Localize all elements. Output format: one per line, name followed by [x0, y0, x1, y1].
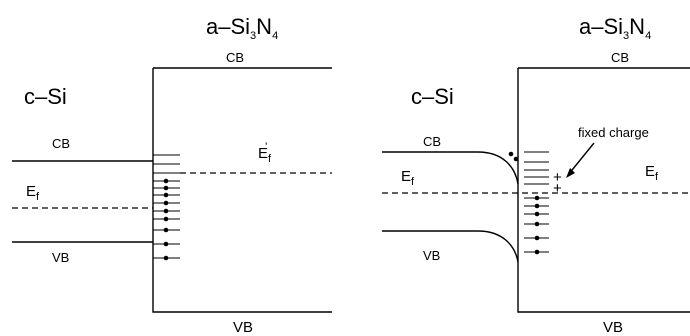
right-cb-left-label: CB	[423, 134, 441, 149]
right-ef-left-label: Ef	[401, 168, 415, 188]
right-nitride-walls	[517, 68, 690, 313]
right-band-electron	[513, 156, 519, 162]
right-material-left: c–Si	[411, 84, 454, 109]
right-material-top: a–Si3N4	[579, 14, 651, 42]
right-si-vb-curve	[382, 230, 519, 263]
right-trapped-electrons	[534, 195, 540, 255]
left-trapped-electrons	[163, 178, 169, 261]
left-ef-right-label: Ef'	[258, 141, 272, 165]
right-vb-right-label: VB	[603, 319, 623, 336]
left-material-left: c–Si	[24, 84, 67, 109]
right-band-electron	[508, 151, 514, 157]
left-ef-left-label: Ef	[26, 183, 40, 203]
left-nitride-walls	[152, 68, 332, 313]
left-panel: a–Si3N4 c–Si CB VB CB VB Ef Ef'	[12, 14, 332, 336]
right-panel: a–Si3N4 c–Si CB VB CB VB Ef Ef fixed cha…	[382, 14, 690, 336]
fixed-charge-arrow-head	[566, 168, 575, 178]
left-vb-left-label: VB	[52, 250, 69, 265]
right-cb-right-label: CB	[611, 50, 629, 65]
left-cb-left-label: CB	[52, 136, 70, 151]
left-cb-right-label: CB	[226, 50, 244, 65]
fixed-charge-arrow-shaft	[567, 142, 595, 176]
fixed-charge-plus: +	[553, 180, 562, 197]
left-vb-right-label: VB	[233, 319, 253, 336]
right-si-cb-curve	[382, 151, 519, 185]
fixed-charge-label: fixed charge	[578, 125, 649, 140]
fixed-charge-plus: +	[553, 169, 562, 186]
right-vb-left-label: VB	[423, 248, 440, 263]
left-material-top: a–Si3N4	[206, 14, 278, 42]
right-ef-right-label: Ef	[645, 163, 659, 183]
